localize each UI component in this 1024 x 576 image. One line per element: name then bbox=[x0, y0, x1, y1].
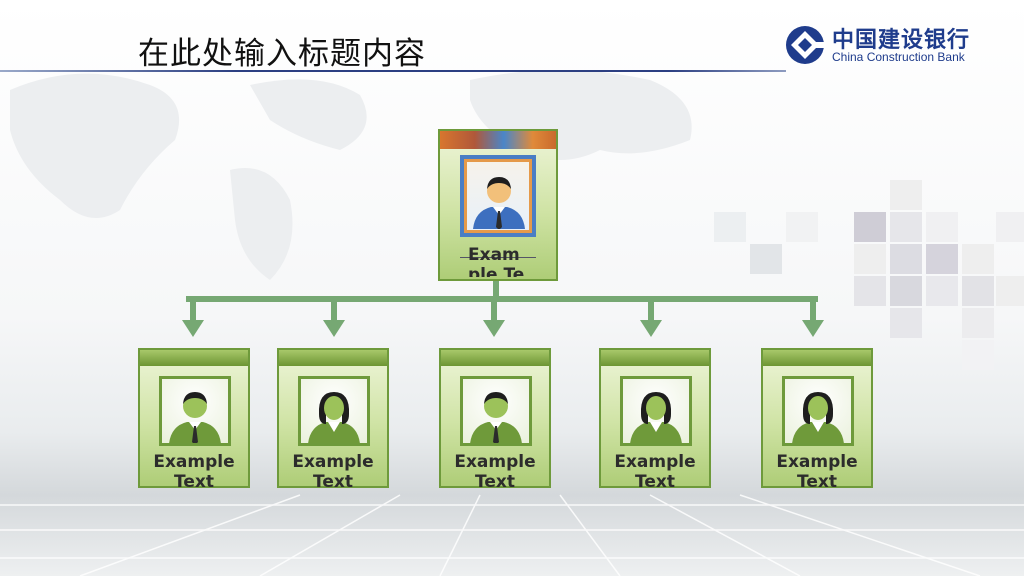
ccb-logo-icon bbox=[786, 26, 826, 64]
org-card-child-label: Example Text bbox=[776, 452, 858, 492]
card-photo-frame bbox=[460, 376, 532, 446]
male-avatar-icon bbox=[469, 169, 529, 229]
logo-name-english: China Construction Bank bbox=[832, 50, 965, 64]
org-card-child-label: Example Text bbox=[454, 452, 536, 492]
card-header-band bbox=[140, 350, 248, 366]
female-avatar-icon bbox=[304, 384, 364, 444]
card-header-band bbox=[441, 350, 549, 366]
org-card-child-1[interactable]: Example Text bbox=[138, 348, 250, 492]
org-card-root[interactable]: Example Text bbox=[438, 129, 558, 281]
org-card-child-label: Example Text bbox=[292, 452, 374, 492]
org-card-root-label: Example Text bbox=[468, 245, 525, 277]
card-header-band bbox=[279, 350, 387, 366]
title-underline bbox=[0, 70, 786, 72]
male-avatar-icon bbox=[165, 384, 225, 444]
decorative-mosaic bbox=[714, 180, 1024, 370]
label-divider bbox=[460, 257, 536, 258]
org-card-child-label: Example Text bbox=[614, 452, 696, 492]
org-card-child-label: Example Text bbox=[153, 452, 235, 492]
card-photo-frame bbox=[298, 376, 370, 446]
logo-name-chinese: 中国建设银行 bbox=[832, 28, 971, 53]
org-card-child-2[interactable]: Example Text bbox=[277, 348, 389, 492]
org-card-child-3[interactable]: Example Text bbox=[439, 348, 551, 492]
male-avatar-icon bbox=[466, 384, 526, 444]
card-photo-frame bbox=[460, 155, 536, 237]
page-title: 在此处输入标题内容 bbox=[138, 36, 426, 72]
female-avatar-icon bbox=[626, 384, 686, 444]
card-header-band bbox=[440, 131, 556, 149]
female-avatar-icon bbox=[788, 384, 848, 444]
org-card-child-5[interactable]: Example Text bbox=[761, 348, 873, 492]
card-photo-frame bbox=[159, 376, 231, 446]
card-photo-frame bbox=[782, 376, 854, 446]
card-header-band bbox=[763, 350, 871, 366]
org-card-child-4[interactable]: Example Text bbox=[599, 348, 711, 492]
bank-logo: 中国建设银行 China Construction Bank bbox=[784, 22, 1014, 68]
card-header-band bbox=[601, 350, 709, 366]
card-photo-frame bbox=[620, 376, 692, 446]
